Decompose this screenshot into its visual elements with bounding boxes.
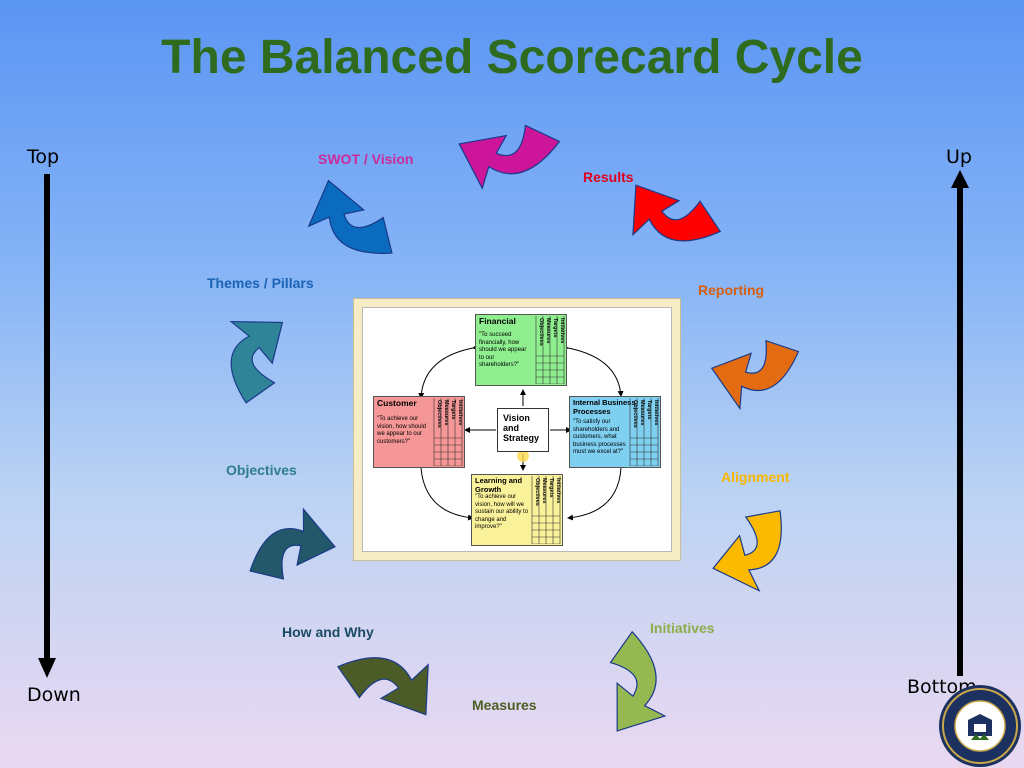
internal-column-targets: Targets [646,400,652,419]
label-alignment: Alignment [721,469,790,485]
label-results: Results [583,169,634,185]
swot-vision-arrow [458,124,561,190]
internal-processes-box: Internal Business Processes "To satisfy … [569,396,661,468]
top-label: Top [27,146,60,168]
financial-perspective-box: Financial "To succeed financially, how s… [475,314,567,386]
how-and-why-arrow [249,507,336,580]
customer-title: Customer [377,398,417,408]
initiatives-arrow [609,630,667,732]
learning-growth-box: Learning and Growth "To achieve our visi… [471,474,563,546]
vision-strategy-label: Vision and Strategy [503,413,540,443]
label-swot-vision: SWOT / Vision [318,151,414,167]
learning-title: Learning and Growth [475,476,523,494]
internal-title: Internal Business Processes [573,398,636,416]
financial-column-measures: Measures [545,318,551,343]
customer-quote: "To achieve our vision, how should we ap… [377,416,427,445]
learning-column-targets: Targets [548,478,554,497]
up-label: Up [946,146,972,168]
internal-column-objectives: Objectives [632,400,638,428]
internal-column-measures: Measures [639,400,645,425]
financial-title: Financial [479,316,516,326]
label-measures: Measures [472,697,537,713]
internal-quote: "To satisfy our shareholders and custome… [573,419,626,455]
customer-column-targets: Targets [450,400,456,419]
learning-column-initiatives: Initiatives [555,478,561,503]
customer-perspective-box: Customer "To achieve our vision, how sho… [373,396,465,468]
bsc-connector-arrows [417,344,625,521]
down-label: Down [27,684,81,706]
financial-column-targets: Targets [552,318,558,337]
up-arrow [951,170,969,676]
label-objectives: Objectives [226,462,297,478]
customer-column-measures: Measures [443,400,449,425]
internal-column-initiatives: Initiatives [653,400,659,425]
label-how-and-why: How and Why [282,624,374,640]
customer-column-objectives: Objectives [436,400,442,428]
results-arrow [632,184,722,242]
reporting-arrow [710,339,800,411]
bsc-framework-figure: Financial "To succeed financially, how s… [353,298,681,561]
measures-arrow [336,657,429,716]
slide-title: The Balanced Scorecard Cycle [161,31,863,84]
label-initiatives: Initiatives [650,620,715,636]
objectives-arrow [229,320,284,404]
financial-column-objectives: Objectives [538,318,544,346]
college-seal-logo [939,685,1021,767]
vision-strategy-box: Vision and Strategy [497,408,549,452]
financial-column-initiatives: Initiatives [559,318,565,343]
themes-pillars-arrow [307,179,393,254]
label-reporting: Reporting [698,282,765,298]
learning-quote: "To achieve our vision, how will we sust… [475,494,529,530]
label-themes-pillars: Themes / Pillars [207,275,314,291]
bsc-framework-panel: Financial "To succeed financially, how s… [362,307,672,552]
alignment-arrow [712,510,782,593]
financial-quote: "To succeed financially, how should we a… [479,332,527,368]
down-arrow [38,174,56,678]
customer-column-initiatives: Initiatives [457,400,463,425]
learning-column-measures: Measures [541,478,547,503]
learning-column-objectives: Objectives [534,478,540,506]
